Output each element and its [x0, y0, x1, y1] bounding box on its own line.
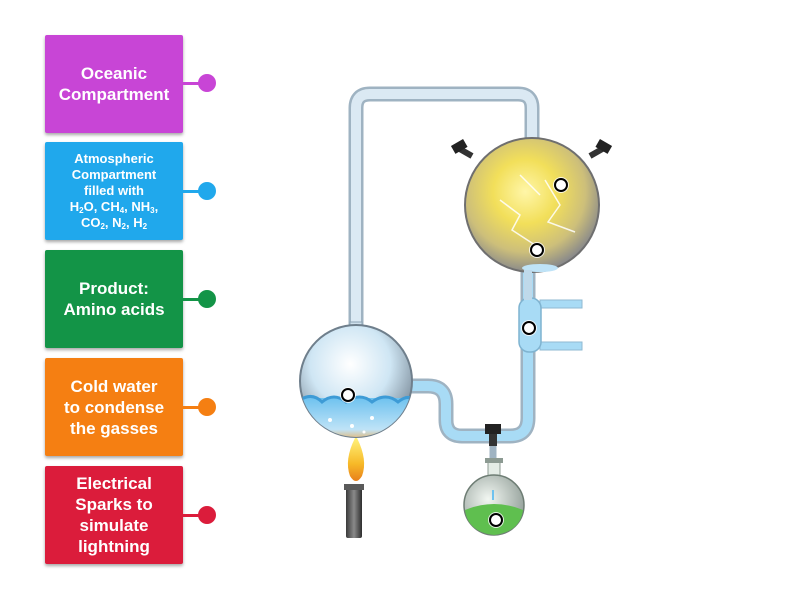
knob-product[interactable] [198, 290, 216, 308]
bunsen-burner [344, 438, 365, 538]
label-atmospheric-line1: Atmospheric [74, 151, 154, 166]
connector-sparks [183, 514, 203, 517]
label-sparks-line3: simulate [79, 516, 149, 535]
connector-atmospheric [183, 190, 203, 193]
upper-sphere [450, 137, 613, 300]
label-atmospheric-line2: Compartment [71, 167, 157, 182]
label-cold-water-line2: to condense [63, 397, 165, 417]
hotspot-upper-sphere-top[interactable] [554, 178, 568, 192]
label-atmospheric-line3: filled with [84, 183, 144, 198]
label-atmospheric-compartment[interactable]: Atmospheric Compartment filled with H2O,… [45, 142, 183, 240]
label-atmospheric-line4: H2O, CH4, NH3, [69, 199, 159, 215]
label-electrical-sparks[interactable]: Electrical Sparks to simulate lightning [45, 466, 183, 564]
label-sparks-line1: Electrical [76, 474, 152, 493]
hotspot-lower-sphere[interactable] [341, 388, 355, 402]
label-oceanic-compartment[interactable]: Oceanic Compartment [45, 35, 183, 133]
label-product-line1: Product: [79, 279, 149, 298]
hotspot-condenser[interactable] [522, 321, 536, 335]
knob-atmospheric[interactable] [198, 182, 216, 200]
hotspot-upper-sphere-bottom[interactable] [530, 243, 544, 257]
knob-oceanic[interactable] [198, 74, 216, 92]
connector-cold-water [183, 406, 203, 409]
label-oceanic-line2: Compartment [58, 85, 170, 104]
label-oceanic-line1: Oceanic [80, 64, 148, 83]
label-product-amino-acids[interactable]: Product: Amino acids [45, 250, 183, 348]
label-sparks-line2: Sparks to [75, 495, 153, 514]
connector-product [183, 298, 203, 301]
label-sparks-line4: lightning [78, 537, 150, 556]
label-cold-water[interactable]: Cold water to condense the gasses [45, 358, 183, 456]
label-product-line2: Amino acids [63, 300, 165, 319]
label-cold-water-line3: the gasses [70, 418, 158, 438]
label-atmospheric-line5: CO2, N2, H2 [80, 215, 148, 231]
knob-cold-water[interactable] [198, 398, 216, 416]
label-cold-water-line1: Cold water [70, 376, 158, 396]
hotspot-collection-flask[interactable] [489, 513, 503, 527]
connector-oceanic [183, 82, 203, 85]
knob-sparks[interactable] [198, 506, 216, 524]
lower-sphere [299, 321, 413, 438]
